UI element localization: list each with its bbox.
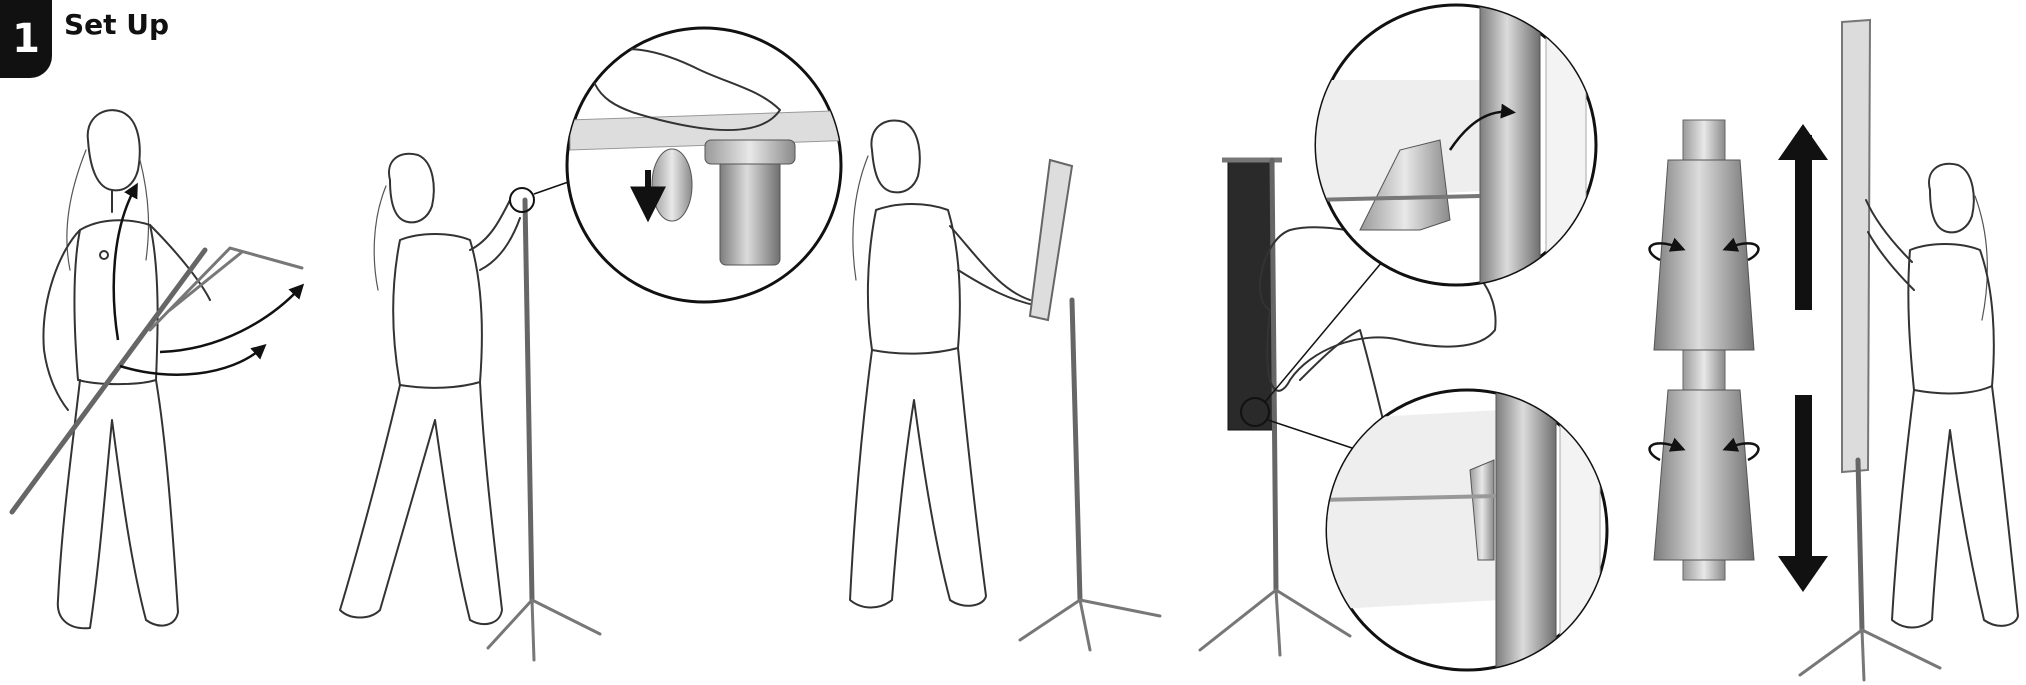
panel-hold-board — [850, 120, 1160, 650]
panel-attach-banner — [1200, 0, 1607, 680]
panel-unfold-stand — [12, 110, 302, 628]
panel-extend-height — [1800, 20, 2018, 680]
zoom-clip-detail — [567, 28, 841, 302]
panel-attach-clip — [340, 28, 860, 660]
panel-twist-locks — [1650, 120, 1828, 592]
